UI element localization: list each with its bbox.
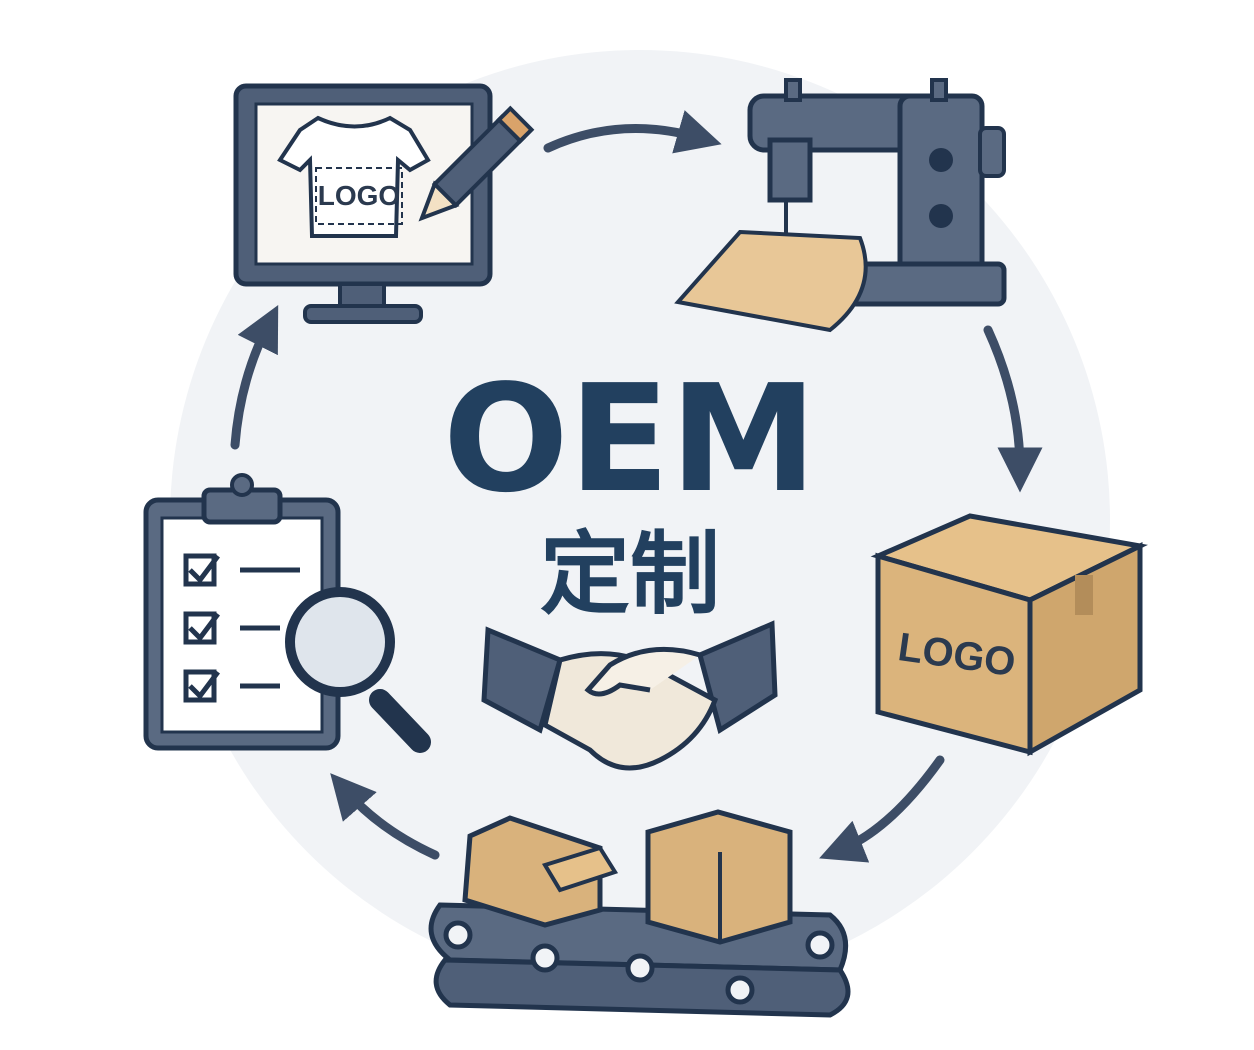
arrow-sewing-to-box [983,325,1043,493]
cycle-arrows [230,110,1043,863]
title-oem: OEM [443,353,817,525]
arrow-check-to-design [230,304,279,450]
pencil-icon [418,105,535,222]
sewing-machine-icon [674,78,1007,333]
conveyor-belt-icon [428,809,851,1018]
quality-checklist-icon [143,473,431,753]
design-logo-text: LOGO [318,180,400,211]
magnifier-icon [285,587,431,753]
arrow-box-to-conveyor [819,755,945,863]
arrow-design-to-sewing [543,110,722,154]
design-monitor-icon: LOGO [233,83,535,324]
fabric-icon [674,229,868,333]
open-box-icon [462,815,603,928]
packaged-box-icon: LOGO [870,513,1148,757]
arrow-conveyor-to-check [330,773,440,860]
subtitle-customization: 定制 [540,522,720,627]
handshake-icon [481,620,778,771]
